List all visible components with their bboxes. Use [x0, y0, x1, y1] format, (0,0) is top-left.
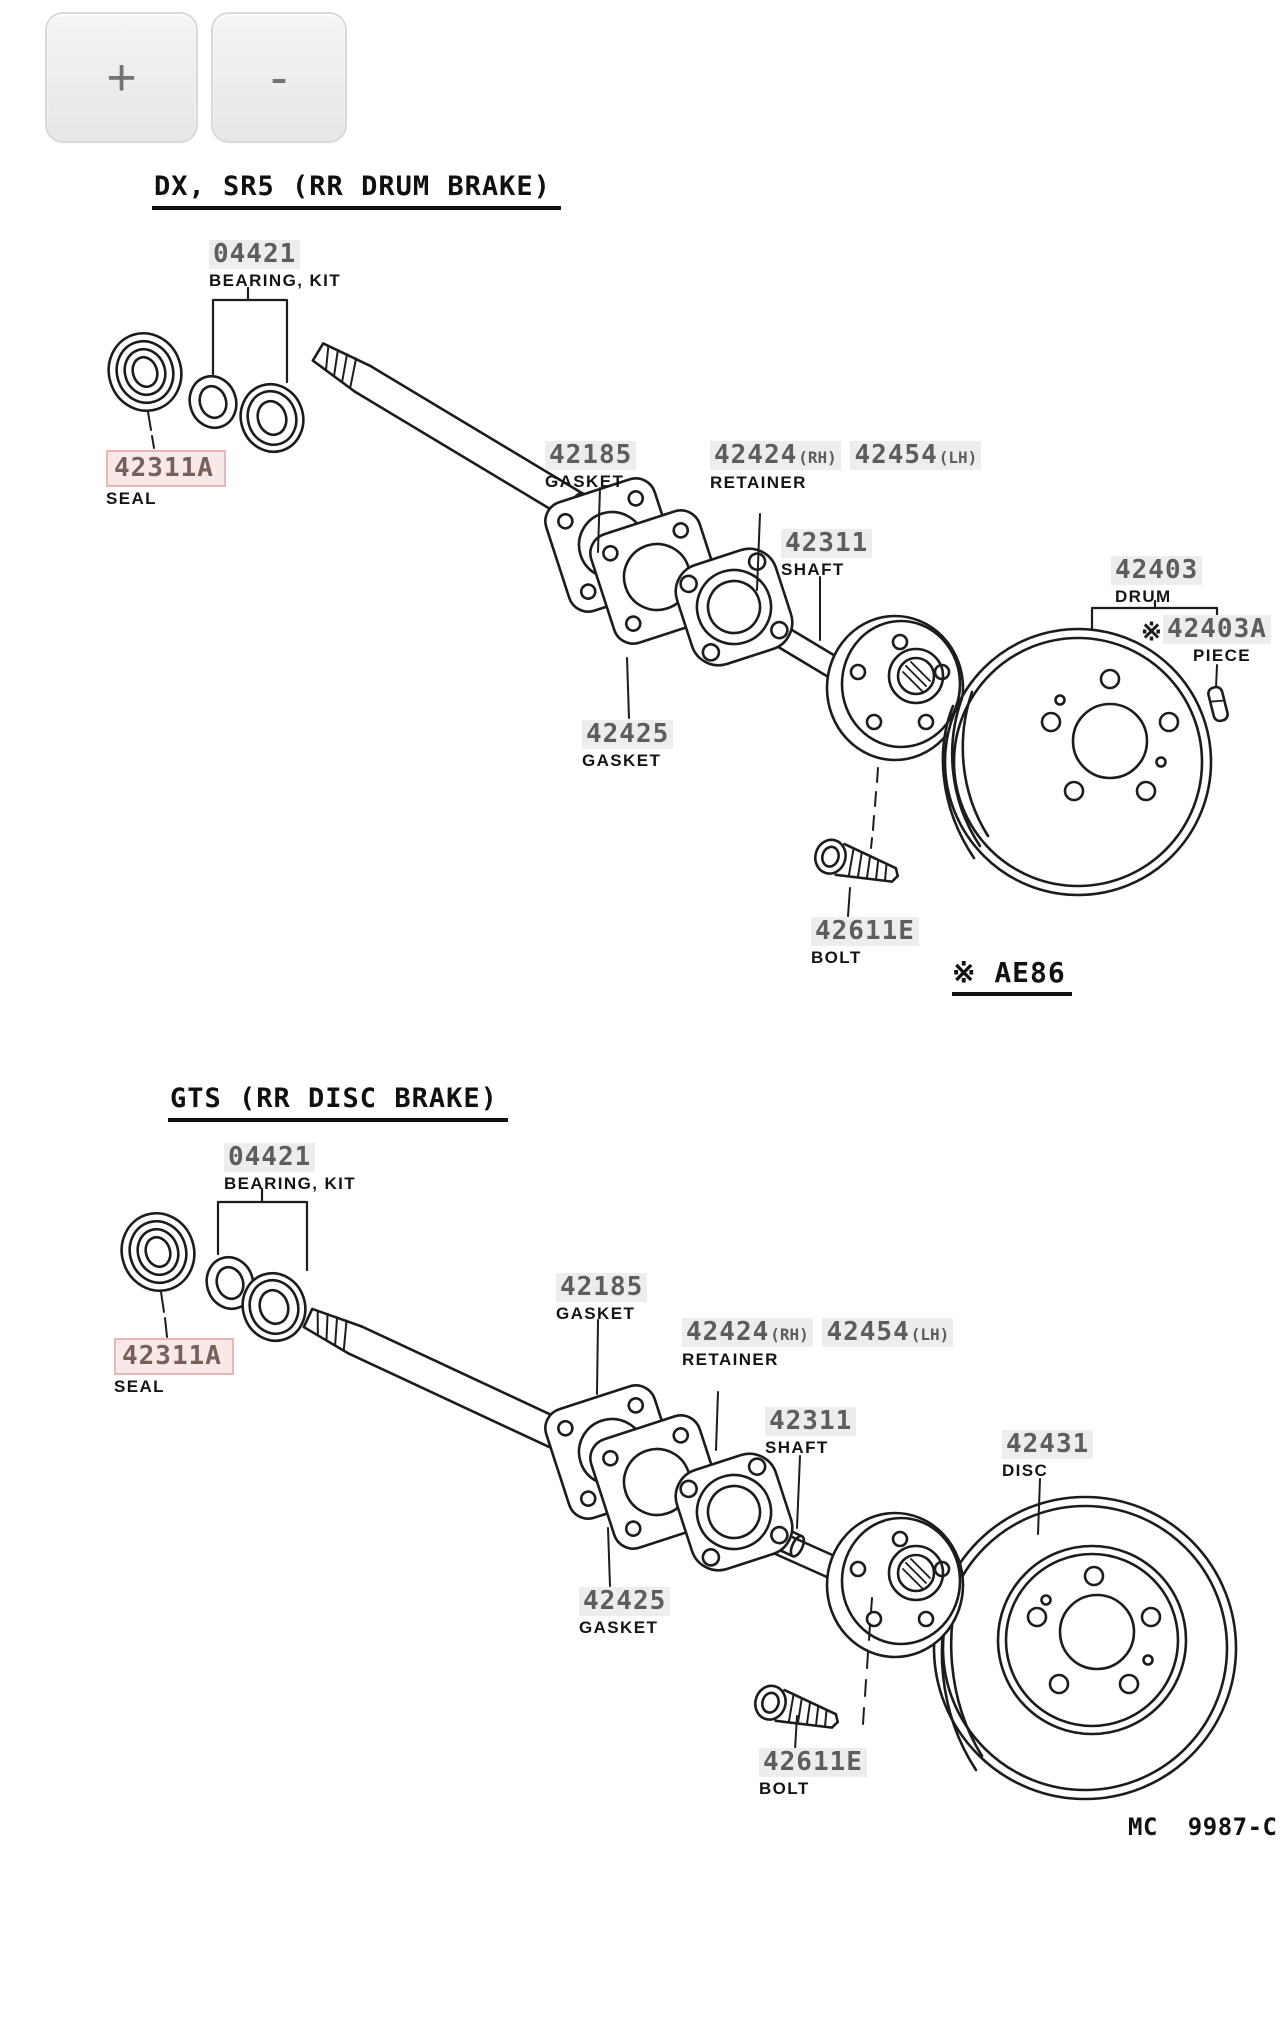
part-number[interactable]: 42431 — [1002, 1430, 1094, 1459]
hub-flange-drawing — [825, 1511, 965, 1659]
part-label-gasket-outer-disc: 42425 GASKET — [579, 1587, 671, 1637]
part-label-shaft-drum: 42311 SHAFT — [781, 529, 873, 579]
minus-icon: - — [270, 48, 288, 107]
part-number[interactable]: 42611E — [811, 917, 919, 946]
part-caption: BEARING, KIT — [224, 1174, 357, 1193]
bolt-drawing — [754, 1684, 840, 1729]
part-caption: SHAFT — [781, 560, 845, 579]
part-label-bolt-drum: 42611E BOLT — [811, 917, 919, 966]
seal-drawing — [107, 331, 183, 413]
part-number[interactable]: 42425 — [582, 720, 674, 749]
part-number[interactable]: 42403 — [1111, 556, 1203, 585]
bearing-kit-drawing — [188, 374, 305, 454]
part-caption: GASKET — [582, 751, 662, 770]
part-caption: BEARING, KIT — [209, 271, 342, 290]
part-caption: GASKET — [545, 472, 625, 491]
part-number[interactable]: 42311 — [765, 1407, 857, 1436]
part-caption: SHAFT — [765, 1438, 829, 1457]
part-caption: RETAINER — [710, 473, 807, 492]
part-label-retainer-drum: 42424(RH) 42454(LH) RETAINER — [710, 441, 982, 492]
part-caption: SEAL — [106, 489, 157, 508]
model-note-ae86: ※ AE86 — [952, 956, 1072, 996]
reference-mark: ※ — [1141, 617, 1162, 646]
document-code: MC 9987-C — [1128, 1813, 1278, 1841]
part-caption: DISC — [1002, 1461, 1049, 1480]
part-number[interactable]: 42611E — [759, 1748, 867, 1777]
part-number[interactable]: 04421 — [209, 240, 301, 269]
part-number[interactable]: 42403A — [1162, 615, 1271, 644]
plus-icon: + — [106, 48, 137, 107]
part-number[interactable]: 42185 — [545, 441, 637, 470]
part-number[interactable]: 42425 — [579, 1587, 671, 1616]
part-number[interactable]: 42311 — [781, 529, 873, 558]
part-label-retainer-disc: 42424(RH) 42454(LH) RETAINER — [682, 1318, 954, 1369]
part-number-lh[interactable]: 42454(LH) — [850, 441, 982, 470]
part-caption: PIECE — [1193, 646, 1252, 665]
bearing-kit-drawing — [205, 1255, 307, 1343]
section-title-drum: DX, SR5 (RR DRUM BRAKE) — [152, 171, 561, 210]
retainer-drawing — [674, 547, 794, 667]
part-caption: GASKET — [579, 1618, 659, 1637]
part-number-selected[interactable]: 42311A — [106, 450, 226, 487]
part-label-bolt-disc: 42611E BOLT — [759, 1748, 867, 1797]
drum-brake-diagram — [107, 286, 1229, 917]
hub-flange-drawing — [825, 614, 965, 762]
zoom-out-button[interactable]: - — [211, 12, 347, 143]
part-caption: SEAL — [114, 1377, 165, 1396]
disc-brake-diagram — [120, 1187, 1238, 1801]
part-label-shaft-disc: 42311 SHAFT — [765, 1407, 857, 1457]
part-label-bearing-kit-disc: 04421 BEARING, KIT — [224, 1143, 356, 1192]
part-caption: GASKET — [556, 1304, 636, 1323]
piece-drawing — [1207, 685, 1229, 723]
part-number-selected[interactable]: 42311A — [114, 1338, 234, 1375]
part-label-gasket-outer-drum: 42425 GASKET — [582, 720, 674, 770]
part-label-disc: 42431 DISC — [1002, 1430, 1094, 1480]
part-caption: DRUM — [1115, 587, 1172, 606]
part-caption: BOLT — [759, 1779, 810, 1798]
part-label-bearing-kit-drum: 04421 BEARING, KIT — [209, 240, 341, 289]
part-label-seal-disc: 42311A SEAL — [114, 1338, 234, 1395]
part-caption: BOLT — [811, 948, 862, 967]
part-number[interactable]: 04421 — [224, 1143, 316, 1172]
part-label-gasket-inner-disc: 42185 GASKET — [556, 1273, 648, 1323]
retainer-drawing — [674, 1452, 794, 1572]
part-number-lh[interactable]: 42454(LH) — [822, 1318, 954, 1347]
part-number-rh[interactable]: 42424(RH) — [710, 441, 841, 470]
part-number[interactable]: 42185 — [556, 1273, 648, 1302]
bolt-drawing — [814, 838, 900, 883]
brake-disc-drawing — [932, 1495, 1238, 1801]
part-label-seal-drum: 42311A SEAL — [106, 450, 226, 507]
part-label-drum: 42403 DRUM — [1111, 556, 1203, 606]
section-title-disc: GTS (RR DISC BRAKE) — [168, 1083, 508, 1122]
part-caption: RETAINER — [682, 1350, 779, 1369]
part-label-piece-drum: ※42403A PIECE — [1141, 615, 1271, 664]
zoom-in-button[interactable]: + — [45, 12, 198, 143]
part-number-rh[interactable]: 42424(RH) — [682, 1318, 813, 1347]
seal-drawing — [120, 1211, 196, 1293]
brake-drum-drawing — [941, 627, 1213, 897]
part-label-gasket-inner-drum: 42185 GASKET — [545, 441, 637, 491]
